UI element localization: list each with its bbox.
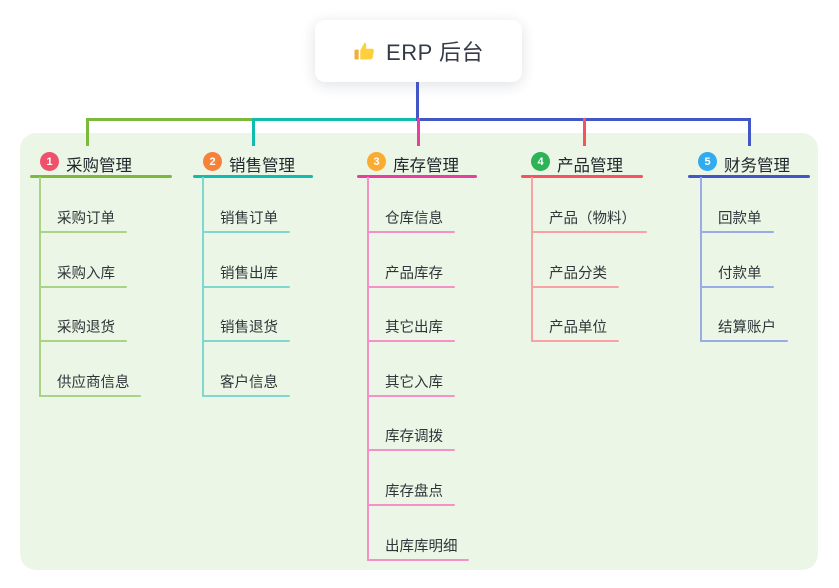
branch-label-3[interactable]: 库存管理 — [393, 157, 459, 175]
branch-badge-1: 1 — [40, 152, 59, 171]
branch-underline-1 — [30, 175, 172, 178]
branch-badge-4: 4 — [531, 152, 550, 171]
child-label[interactable]: 采购订单 — [57, 211, 115, 227]
branch-drop-line-3 — [416, 118, 420, 146]
branch-child-connector-3 — [367, 177, 369, 561]
child-label[interactable]: 销售出库 — [220, 266, 278, 282]
child-underline — [367, 286, 455, 288]
branch-underline-4 — [521, 175, 643, 178]
child-label[interactable]: 付款单 — [718, 266, 762, 282]
child-label[interactable]: 回款单 — [718, 211, 762, 227]
child-label[interactable]: 销售退货 — [220, 320, 278, 336]
branch-badge-3: 3 — [367, 152, 386, 171]
child-underline — [367, 449, 455, 451]
branch-child-connector-4 — [531, 177, 533, 342]
child-underline — [367, 395, 455, 397]
child-underline — [202, 231, 290, 233]
branches-panel — [20, 133, 818, 570]
child-underline — [39, 231, 127, 233]
root-node[interactable]: ERP 后台 — [315, 20, 522, 82]
child-label[interactable]: 采购退货 — [57, 320, 115, 336]
child-label[interactable]: 产品库存 — [385, 266, 443, 282]
bus-line-1 — [86, 118, 255, 121]
branch-drop-line-4 — [583, 118, 586, 146]
branch-label-1[interactable]: 采购管理 — [66, 157, 132, 175]
branch-label-2[interactable]: 销售管理 — [229, 157, 295, 175]
child-label[interactable]: 其它出库 — [385, 320, 443, 336]
child-underline — [531, 340, 619, 342]
root-connector-line — [415, 82, 419, 121]
child-label[interactable]: 库存调拨 — [385, 429, 443, 445]
child-label[interactable]: 产品单位 — [549, 320, 607, 336]
branch-drop-line-5 — [748, 118, 751, 146]
child-underline — [367, 504, 455, 506]
child-label[interactable]: 客户信息 — [220, 375, 278, 391]
branch-underline-3 — [357, 175, 477, 178]
child-underline — [202, 340, 290, 342]
child-underline — [531, 286, 619, 288]
child-underline — [202, 286, 290, 288]
branch-underline-2 — [193, 175, 313, 178]
branch-label-4[interactable]: 产品管理 — [557, 157, 623, 175]
child-underline — [39, 340, 127, 342]
branch-badge-5: 5 — [698, 152, 717, 171]
child-underline — [39, 395, 141, 397]
child-label[interactable]: 出库库明细 — [385, 539, 458, 555]
child-underline — [367, 559, 469, 561]
child-underline — [700, 231, 774, 233]
branch-child-connector-5 — [700, 177, 702, 342]
child-label[interactable]: 供应商信息 — [57, 375, 130, 391]
child-label[interactable]: 采购入库 — [57, 266, 115, 282]
child-underline — [39, 286, 127, 288]
branch-badge-2: 2 — [203, 152, 222, 171]
bus-line-2 — [253, 118, 419, 121]
child-label[interactable]: 结算账户 — [718, 320, 776, 336]
child-underline — [531, 231, 647, 233]
child-underline — [367, 231, 455, 233]
child-label[interactable]: 其它入库 — [385, 375, 443, 391]
branch-drop-line-1 — [86, 118, 89, 146]
child-label[interactable]: 产品（物料） — [549, 211, 636, 227]
child-underline — [202, 395, 290, 397]
child-label[interactable]: 产品分类 — [549, 266, 607, 282]
branch-underline-5 — [688, 175, 810, 178]
branch-drop-line-2 — [252, 118, 255, 146]
thumbs-up-icon — [353, 40, 376, 63]
child-underline — [700, 286, 774, 288]
child-label[interactable]: 销售订单 — [220, 211, 278, 227]
branch-label-5[interactable]: 财务管理 — [724, 157, 790, 175]
child-label[interactable]: 仓库信息 — [385, 211, 443, 227]
root-title: ERP 后台 — [386, 40, 484, 65]
child-underline — [367, 340, 455, 342]
child-label[interactable]: 库存盘点 — [385, 484, 443, 500]
child-underline — [700, 340, 788, 342]
